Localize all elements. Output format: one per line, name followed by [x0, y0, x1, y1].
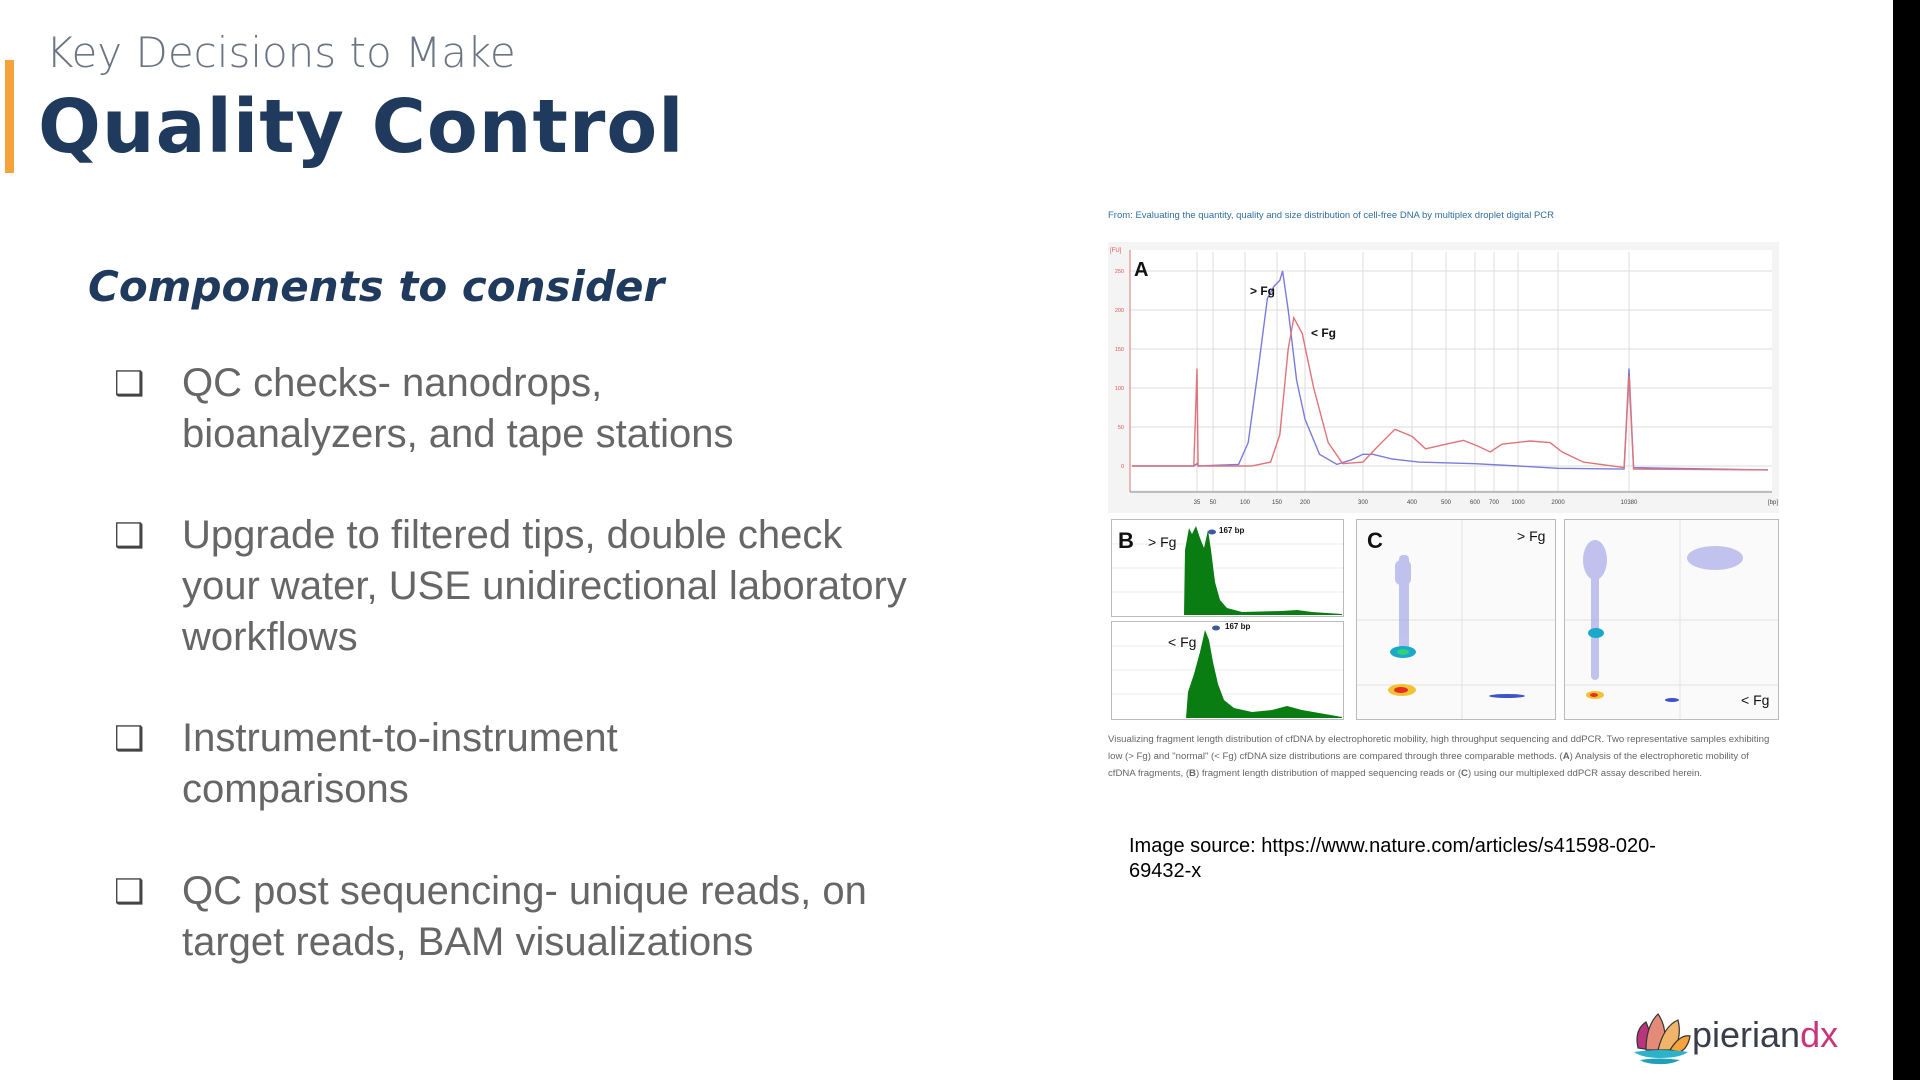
x-tick-label: 150	[1272, 500, 1283, 506]
panel-c-bottom-label: < Fg	[1741, 692, 1770, 708]
histogram-area	[1184, 526, 1342, 615]
panel-c-label: C	[1367, 528, 1383, 553]
panel-c-right: < Fg	[1564, 519, 1779, 720]
caption-ref: A	[1562, 751, 1570, 762]
x-tick-label: 300	[1358, 500, 1369, 506]
x-axis-label: [bp]	[1768, 500, 1778, 506]
y-tick-label: 150	[1115, 347, 1124, 353]
y-tick-label: 50	[1118, 425, 1124, 431]
panel-b-top-label: > Fg	[1148, 534, 1177, 550]
page-title: Quality Control	[38, 84, 685, 170]
subheading: Components to consider	[88, 262, 665, 311]
logo-text-main: pierian	[1692, 1014, 1801, 1055]
section-kicker: Key Decisions to Make	[46, 28, 516, 77]
bullet-text: QC checks- nanodrops, bioanalyzers, and …	[182, 361, 734, 456]
bullet-item: ❑ QC post sequencing- unique reads, on t…	[114, 866, 914, 968]
bullet-text: QC post sequencing- unique reads, on tar…	[182, 869, 867, 964]
peak-marker-icon	[1212, 625, 1220, 631]
x-tick-label: 200	[1300, 500, 1311, 506]
y-tick-label: 250	[1115, 269, 1124, 275]
x-tick-label: 50	[1210, 500, 1217, 506]
window-edge-bar	[1893, 0, 1920, 1080]
peak-label: 167 bp	[1219, 526, 1245, 535]
x-tick-label: 1000	[1511, 500, 1525, 506]
caption-ref: B	[1189, 768, 1196, 779]
caption-ref: C	[1461, 768, 1468, 779]
bullet-text: Instrument-to-instrument comparisons	[182, 716, 618, 811]
bullet-text: Upgrade to filtered tips, double check y…	[182, 513, 907, 659]
y-tick-label: 100	[1115, 386, 1124, 392]
panel-c-right-scatter	[1565, 520, 1778, 719]
logo-text-accent: dx	[1800, 1014, 1839, 1055]
y-axis-label: [FU]	[1110, 248, 1122, 254]
figure-caption: Visualizing fragment length distribution…	[1108, 731, 1778, 782]
caption-text: ) using our multiplexed ddPCR assay desc…	[1467, 768, 1703, 779]
x-tick-label: 600	[1470, 500, 1481, 506]
title-accent-bar	[5, 60, 14, 173]
peak-marker-icon	[1208, 529, 1216, 535]
caption-text: ) fragment length distribution of mapped…	[1195, 768, 1462, 779]
image-source-text: Image source: https://www.nature.com/art…	[1129, 835, 1656, 882]
series-line-normal-fg	[1132, 315, 1769, 471]
panel-a-label: A	[1134, 259, 1148, 281]
pieriandx-logo: pieriandx	[1630, 1008, 1870, 1072]
checkbox-bullet-icon: ❑	[114, 365, 145, 403]
x-tick-label: 500	[1441, 500, 1452, 506]
caption-text: ) Analysis of the electrophoretic mobili…	[1108, 751, 1749, 779]
checkbox-bullet-icon: ❑	[114, 720, 145, 758]
x-tick-label: 400	[1407, 500, 1418, 506]
y-tick-label: 0	[1121, 464, 1124, 470]
histogram-area	[1186, 630, 1342, 718]
x-tick-label: 700	[1489, 500, 1500, 506]
panel-b-top-histogram	[1112, 526, 1343, 615]
checkbox-bullet-icon: ❑	[114, 517, 145, 555]
panel-c-top-label: > Fg	[1517, 528, 1546, 544]
logo-wordmark: pieriandx	[1692, 1014, 1838, 1056]
peak-label: 167 bp	[1225, 622, 1251, 631]
y-tick-label: 200	[1115, 308, 1124, 314]
bullet-item: ❑ Upgrade to filtered tips, double check…	[114, 510, 914, 663]
panel-c-left-scatter	[1357, 520, 1555, 719]
checkbox-bullet-icon: ❑	[114, 873, 145, 911]
x-tick-label: 100	[1240, 500, 1251, 506]
plot-area	[1130, 250, 1772, 490]
panel-b-bottom-histogram	[1112, 625, 1343, 718]
x-tick-label: 2000	[1551, 500, 1565, 506]
annotation-label: < Fg	[1311, 326, 1336, 340]
bullet-item: ❑ Instrument-to-instrument comparisons	[114, 713, 914, 815]
series-line-low-fg	[1132, 270, 1769, 471]
x-tick-label: 10380	[1621, 500, 1638, 506]
panel-b-label: B	[1118, 528, 1134, 553]
x-tick-label: 35	[1194, 500, 1201, 506]
bullet-item: ❑ QC checks- nanodrops, bioanalyzers, an…	[114, 358, 914, 460]
panel-b-bottom: < Fg 167 bp	[1111, 621, 1344, 720]
panel-b-top: B > Fg 167 bp	[1111, 519, 1344, 617]
lotus-icon	[1634, 1013, 1691, 1065]
panel-c-left: C > Fg	[1356, 519, 1556, 720]
figure-source-line: From: Evaluating the quantity, quality a…	[1108, 210, 1555, 221]
annotation-label: > Fg	[1250, 284, 1275, 298]
caption-text: Visualizing fragment length distribution…	[1108, 734, 1770, 762]
panel-b-bottom-label: < Fg	[1168, 634, 1197, 650]
